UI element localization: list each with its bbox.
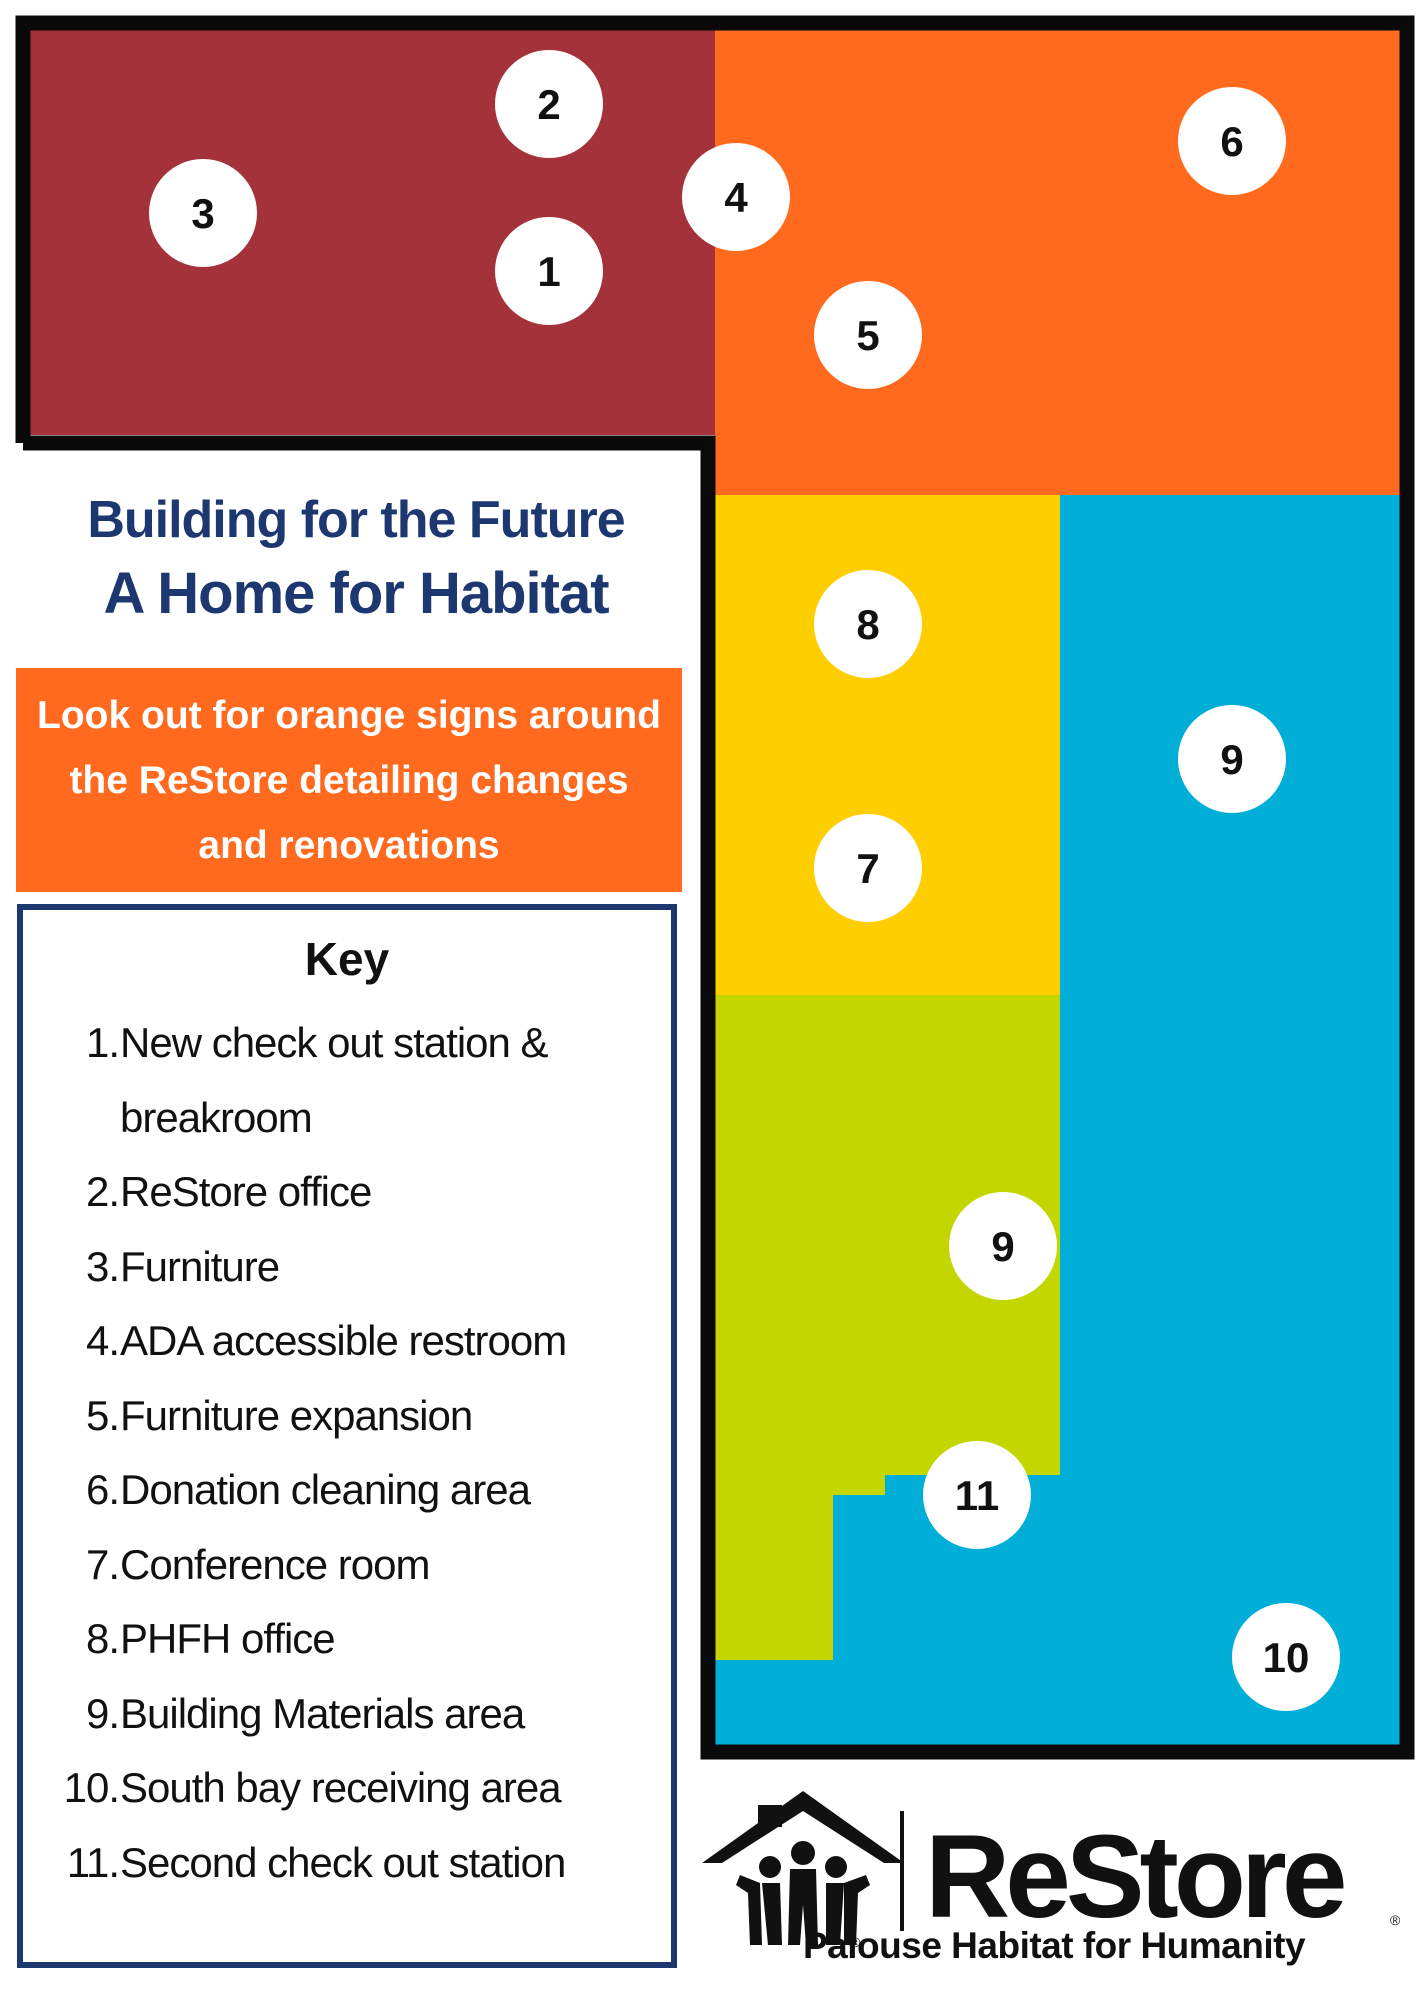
key-item-label: ADA accessible restroom (120, 1317, 567, 1364)
key-item-label: South bay receiving area (120, 1764, 562, 1811)
banner-text: Look out for orange signs around the ReS… (37, 693, 661, 867)
key-item-label: PHFH office (120, 1615, 336, 1662)
svg-text:2: 2 (537, 81, 560, 128)
svg-text:6: 6 (1220, 118, 1243, 165)
zone-furniture-expansion (715, 30, 1400, 495)
marker-3: 3 (149, 159, 257, 267)
key-item-number: 1. (85, 1019, 120, 1066)
svg-text:9: 9 (1220, 736, 1243, 783)
key-item: 1. New check out station & breakroom (23, 1006, 671, 1155)
svg-text:9: 9 (991, 1223, 1014, 1270)
key-item: 2. ReStore office (23, 1155, 671, 1230)
marker-9-green: 9 (949, 1192, 1057, 1300)
marker-11: 11 (923, 1441, 1031, 1549)
svg-text:7: 7 (856, 845, 879, 892)
key-item-label: Furniture expansion (120, 1391, 473, 1439)
key-list: 1. New check out station & breakroom 2. … (23, 1006, 671, 1900)
key-item-number: 4. (85, 1317, 120, 1364)
key-item-number: 3. (85, 1242, 120, 1290)
key-item-number: 7. (85, 1540, 120, 1588)
svg-text:1: 1 (537, 248, 560, 295)
key-item: 8. PHFH office (23, 1602, 671, 1677)
key-item-number: 9. (85, 1689, 120, 1737)
key-item: 5. Furniture expansion (23, 1379, 671, 1454)
key-item-number: 5. (85, 1391, 120, 1439)
marker-9-blue: 9 (1178, 705, 1286, 813)
key-item-label: ReStore office (120, 1168, 372, 1215)
key-item: 6. Donation cleaning area (23, 1453, 671, 1528)
key-item-number: 8. (85, 1615, 120, 1662)
svg-text:5: 5 (856, 312, 879, 359)
marker-10: 10 (1232, 1603, 1340, 1711)
key-item-label: Second check out station (120, 1838, 566, 1886)
logo-divider (900, 1811, 904, 1931)
marker-7: 7 (814, 814, 922, 922)
marker-8: 8 (814, 570, 922, 678)
svg-text:8: 8 (856, 601, 879, 648)
key-heading: Key (304, 933, 390, 985)
building-outline (15, 15, 1415, 1760)
habitat-house-people-icon (702, 1791, 904, 1945)
key-item: 10. South bay receiving area (23, 1751, 671, 1826)
zone-building-materials (1060, 495, 1400, 1745)
key-item-number: 11. (66, 1838, 120, 1886)
restore-logo: ® ReStore ® (702, 1791, 1401, 1950)
restore-wordmark: ReStore (925, 1811, 1344, 1943)
key-item: 7. Conference room (23, 1528, 671, 1603)
svg-text:11: 11 (955, 1472, 999, 1519)
key-item: 4. ADA accessible restroom (23, 1304, 671, 1379)
key-item-label: Building Materials area (120, 1689, 525, 1737)
registered-mark: ® (850, 1934, 861, 1950)
key-item-number: 6. (85, 1466, 120, 1513)
marker-5: 5 (814, 281, 922, 389)
key-item: 11. Second check out station (23, 1826, 671, 1901)
key-item: 3. Furniture (23, 1230, 671, 1305)
key-item-number: 2. (85, 1168, 120, 1215)
svg-text:3: 3 (191, 190, 214, 237)
key-item-label: Conference room (120, 1540, 431, 1588)
title-line-1: Building for the Future (87, 491, 625, 549)
marker-2: 2 (495, 50, 603, 158)
registered-mark-wordmark: ® (1390, 1912, 1401, 1928)
key-item-number: 10. (63, 1764, 120, 1811)
marker-4: 4 (682, 143, 790, 251)
zone-green (715, 995, 1060, 1660)
zone-offices (715, 495, 1060, 995)
key-box: Key 1. New check out station & breakroom… (17, 904, 677, 1968)
marker-1: 1 (495, 217, 603, 325)
key-item: 9. Building Materials area (23, 1677, 671, 1752)
key-item-label: Furniture (120, 1242, 280, 1290)
key-item-label: New check out station & breakroom (120, 1019, 549, 1141)
orange-signs-banner: Look out for orange signs around the ReS… (16, 668, 682, 892)
key-item-label: Donation cleaning area (120, 1466, 531, 1513)
title-line-2: A Home for Habitat (103, 561, 609, 626)
marker-6: 6 (1178, 87, 1286, 195)
svg-text:10: 10 (1263, 1634, 1310, 1681)
logo-subtitle: Palouse Habitat for Humanity (803, 1925, 1306, 1966)
zone-furniture (30, 30, 715, 435)
svg-text:4: 4 (724, 174, 748, 221)
